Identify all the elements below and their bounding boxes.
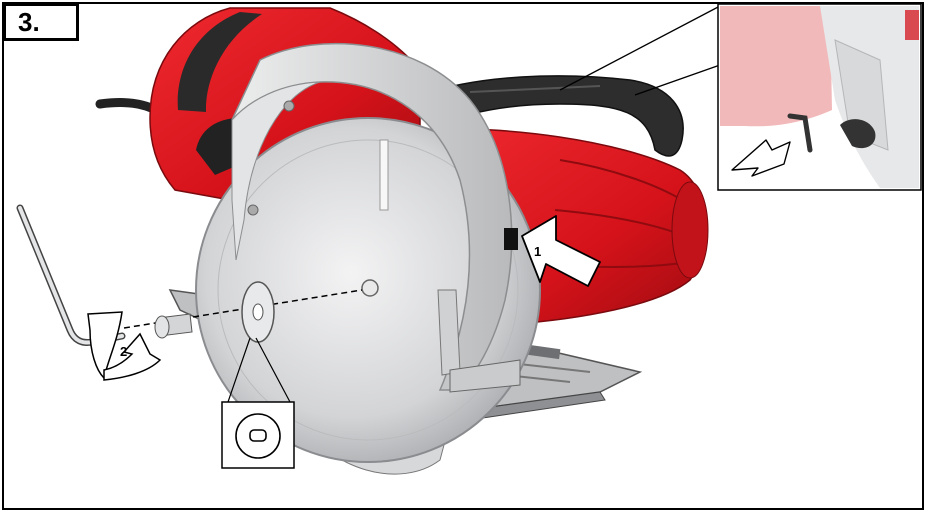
- circular-saw: [95, 7, 709, 475]
- rear-handle-grip: [177, 12, 262, 112]
- step-number: 3.: [4, 4, 78, 40]
- callout-1: 1: [534, 244, 541, 259]
- inset-detail: [559, 3, 922, 191]
- front-handle: [418, 75, 684, 157]
- blade-arbor: [361, 279, 379, 297]
- callout-2: 2: [120, 344, 127, 359]
- detail-leader-lines: [227, 337, 291, 403]
- upper-blade-guard: [231, 42, 513, 391]
- arrow-icon: [521, 215, 601, 287]
- bolt-icon: [154, 313, 193, 339]
- spindle-lock-button-icon: [504, 228, 518, 250]
- flat-spindle-icon: [249, 429, 267, 442]
- washer-icon: [241, 281, 275, 343]
- rotate-arrow-icon: [87, 311, 162, 381]
